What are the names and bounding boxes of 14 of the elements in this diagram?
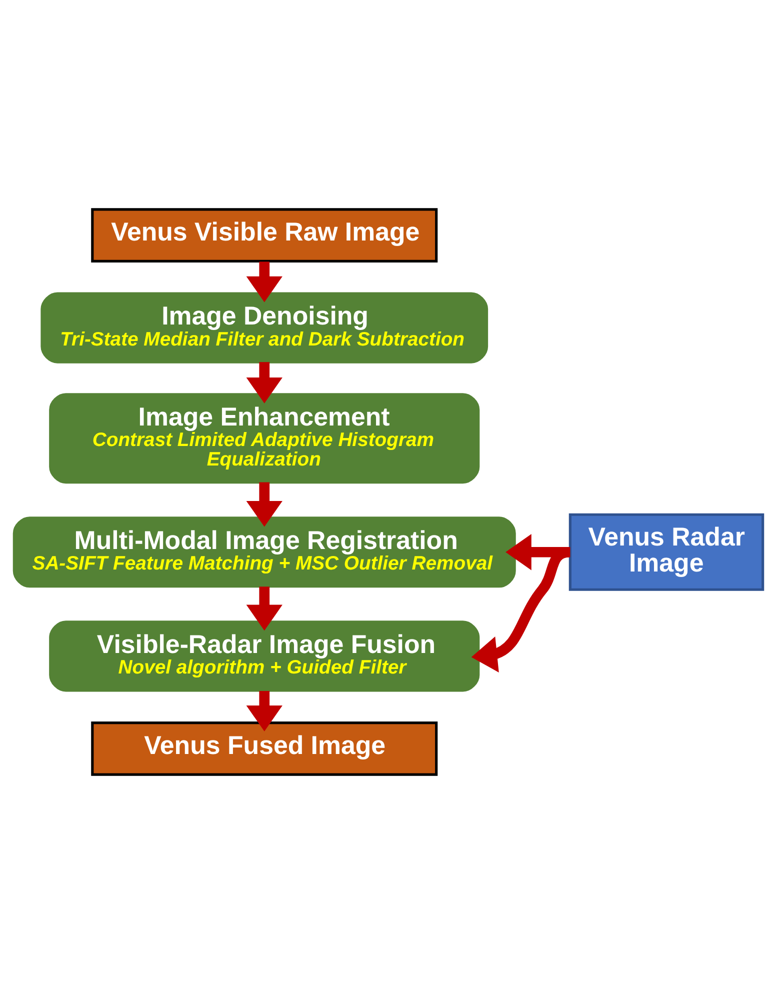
node-box: Venus Fused Image: [90, 721, 438, 776]
node-box: Image Denoising Tri-State Median Filter and Dark Subtraction: [40, 292, 488, 363]
node-box: Image Enhancement Contrast Limited Adaptive Histogram Equalization: [48, 392, 480, 484]
arrow: [246, 690, 282, 731]
arrow: [246, 261, 282, 302]
arrow: [470, 546, 570, 672]
arrow: [246, 362, 282, 403]
arrow: [505, 534, 570, 570]
arrow: [246, 482, 282, 526]
node-box: Visible-Radar Image Fusion Novel algorithm + Guided Filter: [48, 620, 480, 692]
node-box: Venus Visible Raw Image: [90, 208, 438, 262]
node-box: Multi-Modal Image Registration SA-SIFT Feature Matching + MSC Outlier Removal: [12, 516, 516, 588]
node-box: Venus Radar Image: [568, 512, 764, 590]
arrow: [246, 586, 282, 630]
